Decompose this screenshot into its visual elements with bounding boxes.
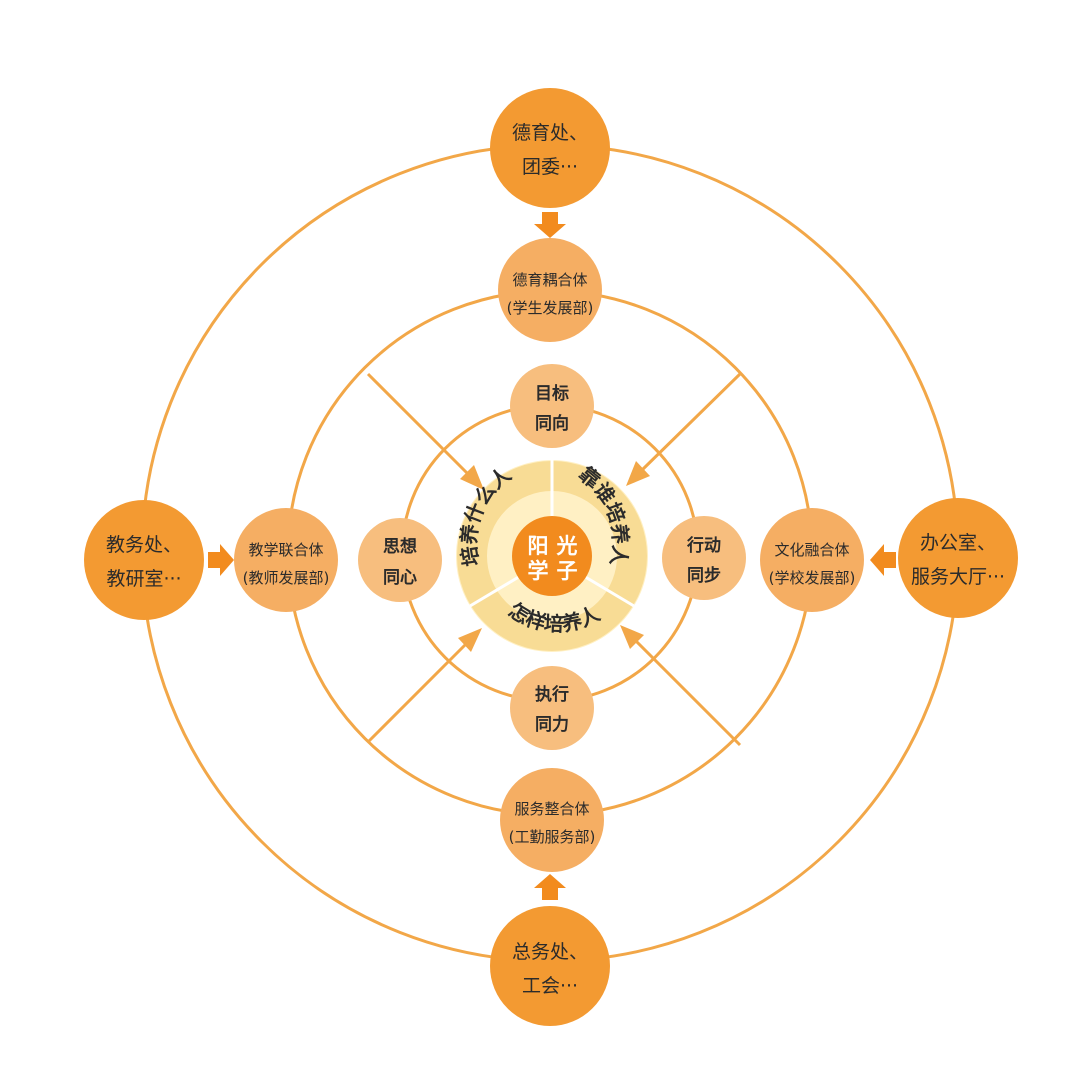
inner-node-bottom-line2: 同力 (535, 714, 569, 735)
block-arrow-right (870, 544, 896, 576)
middle-node-left-line2: (教师发展部) (243, 569, 330, 587)
middle-node-right-line1: 文化融合体 (774, 541, 849, 559)
arrow-head-top-left (460, 465, 484, 490)
center-core-char-1: 阳 (528, 534, 549, 558)
inner-node-top: 目标 同向 (510, 364, 594, 448)
middle-node-left-line1: 教学联合体 (248, 541, 323, 559)
center-core (512, 516, 592, 596)
inner-node-left-line1: 思想 (383, 536, 417, 557)
middle-node-bottom-line1: 服务整合体 (514, 800, 589, 818)
outer-node-left-line1: 教务处、 (106, 534, 182, 556)
inner-node-bottom-line1: 执行 (535, 684, 569, 705)
outer-node-right-line1: 办公室、 (920, 532, 996, 554)
inner-node-right: 行动 同步 (662, 516, 746, 600)
outer-node-left-line2: 教研室··· (106, 568, 181, 590)
middle-node-top-line2: (学生发展部) (507, 299, 594, 317)
arrow-head-bottom-right (620, 625, 644, 649)
inner-node-left-circle (358, 518, 442, 602)
outer-node-top: 德育处、 团委··· (490, 88, 610, 208)
arrow-head-top-right (626, 461, 650, 486)
outer-node-right-line2: 服务大厅··· (911, 566, 1005, 588)
middle-node-bottom: 服务整合体 (工勤服务部) (500, 768, 604, 872)
inner-node-top-line1: 目标 (535, 383, 569, 404)
outer-node-left-circle (84, 500, 204, 620)
inner-node-top-circle (510, 364, 594, 448)
middle-node-left-circle (234, 508, 338, 612)
inner-node-right-line1: 行动 (686, 535, 721, 556)
arrow-line-top-left (366, 372, 472, 478)
center-hub: 阳 光 学 子 培养什么人 靠谁培养人 怎样培养人 (456, 460, 648, 652)
middle-node-right-circle (760, 508, 864, 612)
middle-node-left: 教学联合体 (教师发展部) (234, 508, 338, 612)
block-arrow-left (208, 544, 234, 576)
outer-node-top-line1: 德育处、 (512, 122, 588, 144)
outer-node-top-circle (490, 88, 610, 208)
inner-node-right-line2: 同步 (687, 565, 721, 586)
middle-node-top-line1: 德育耦合体 (512, 271, 587, 289)
outer-node-right: 办公室、 服务大厅··· (898, 498, 1018, 618)
arrow-head-bottom-left (458, 628, 482, 652)
center-divider-right (576, 570, 635, 608)
center-divider-left (469, 570, 528, 608)
outer-node-right-circle (898, 498, 1018, 618)
outer-node-bottom-line2: 工会··· (522, 975, 578, 997)
diagonal-arrows (366, 372, 742, 747)
outer-node-bottom-circle (490, 906, 610, 1026)
outer-node-bottom-line1: 总务处、 (512, 941, 588, 963)
block-arrows (208, 212, 896, 900)
middle-node-right-line2: (学校发展部) (769, 569, 856, 587)
middle-node-bottom-circle (500, 768, 604, 872)
inner-node-right-circle (662, 516, 746, 600)
inner-node-top-line2: 同向 (535, 413, 569, 434)
inner-node-left: 思想 同心 (358, 518, 442, 602)
inner-node-bottom-circle (510, 666, 594, 750)
block-arrow-top (534, 212, 566, 238)
inner-node-left-line2: 同心 (383, 568, 417, 588)
middle-node-right: 文化融合体 (学校发展部) (760, 508, 864, 612)
center-core-char-4: 子 (557, 559, 578, 583)
center-core-char-2: 光 (556, 534, 578, 558)
center-core-char-3: 学 (528, 559, 549, 583)
middle-node-top-circle (498, 238, 602, 342)
middle-node-top: 德育耦合体 (学生发展部) (498, 238, 602, 342)
arrow-line-bottom-right (632, 637, 742, 747)
outer-node-left: 教务处、 教研室··· (84, 500, 204, 620)
arrow-line-top-right (638, 372, 742, 474)
outer-node-bottom: 总务处、 工会··· (490, 906, 610, 1026)
middle-node-bottom-line2: (工勤服务部) (509, 828, 596, 846)
inner-node-bottom: 执行 同力 (510, 666, 594, 750)
arrow-line-bottom-left (366, 640, 470, 744)
outer-node-top-line2: 团委··· (522, 156, 578, 178)
block-arrow-bottom (534, 874, 566, 900)
